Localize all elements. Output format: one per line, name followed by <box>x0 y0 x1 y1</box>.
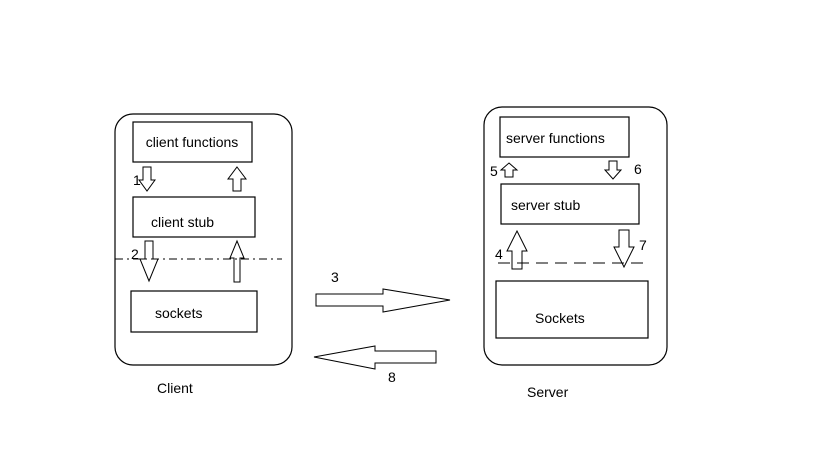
step-2-label: 2 <box>131 246 139 262</box>
response-arrow <box>313 345 437 370</box>
client-title: Client <box>157 380 193 396</box>
client-up-arrow-bottom <box>229 239 245 283</box>
client-functions-label: client functions <box>146 134 239 150</box>
step-8-label: 8 <box>388 369 396 385</box>
client-functions-box <box>132 121 253 163</box>
client-down-arrow-1 <box>138 166 156 192</box>
server-down-arrow-top <box>603 160 623 180</box>
request-arrow <box>315 288 451 313</box>
step-6-label: 6 <box>634 161 642 177</box>
step-4-label: 4 <box>495 246 503 262</box>
server-up-arrow-bottom <box>506 229 528 270</box>
client-up-arrow-top <box>227 166 247 192</box>
server-sockets-label: Sockets <box>535 310 585 326</box>
client-sockets-box <box>130 290 258 333</box>
server-up-arrow-top <box>499 162 519 178</box>
server-functions-box <box>499 116 630 158</box>
step-3-label: 3 <box>331 269 339 285</box>
server-title: Server <box>527 384 569 400</box>
step-5-label: 5 <box>490 163 498 179</box>
client-stub-box <box>132 196 256 238</box>
server-stub-box <box>500 183 640 225</box>
server-sockets-box <box>495 280 649 339</box>
client-down-arrow-2 <box>139 240 159 283</box>
step-7-label: 7 <box>639 237 647 253</box>
step-1-label: 1 <box>133 172 141 188</box>
server-functions-label: server functions <box>506 130 605 146</box>
client-sockets-label: sockets <box>155 305 202 321</box>
server-stub-label: server stub <box>511 197 580 213</box>
server-down-arrow-bottom <box>613 229 635 269</box>
client-stub-label: client stub <box>151 214 214 230</box>
